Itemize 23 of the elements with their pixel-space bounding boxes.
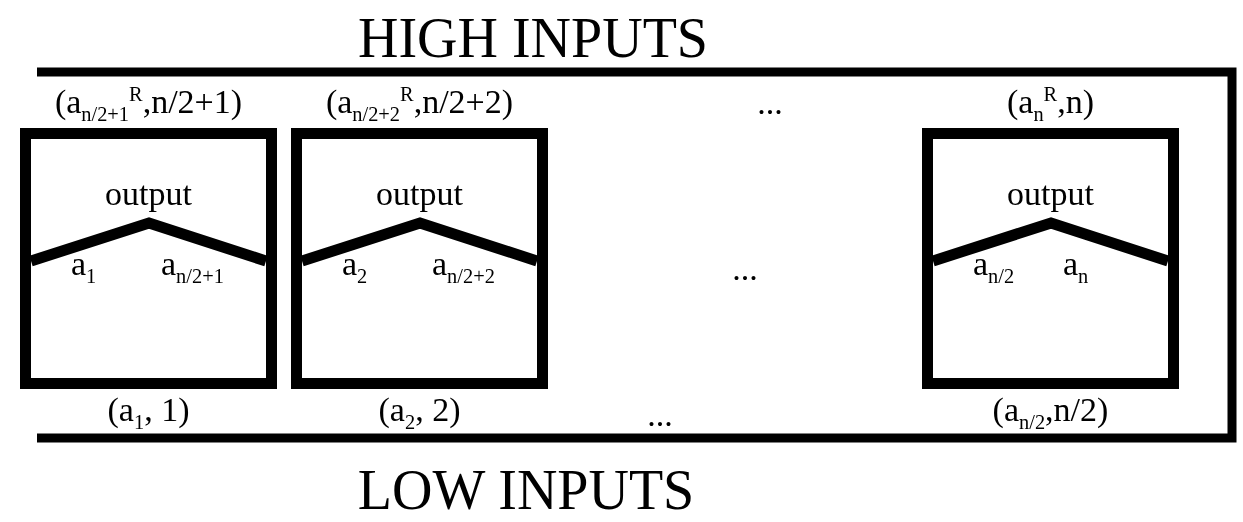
input-pair-label: (a$_{n/2}$,n/2) xyxy=(992,393,1109,433)
ellipsis: ... xyxy=(732,252,758,286)
input-label: a$_{n/2+1}$ xyxy=(161,247,224,287)
input-label: a$_{n/2+2}$ xyxy=(432,247,495,287)
comparator-box xyxy=(922,128,1179,389)
input-label: a$_{1}$ xyxy=(71,247,97,287)
bus-title: LOW INPUTS xyxy=(357,462,695,518)
input-pair-label: (a$_{2}$, 2) xyxy=(378,393,461,433)
output-label: output xyxy=(105,177,192,211)
output-label: output xyxy=(1007,177,1094,211)
comparator-box xyxy=(291,128,548,389)
input-pair-label: (a$_{n}$$^{R}$,n) xyxy=(1006,84,1095,125)
input-label: a$_{n/2}$ xyxy=(973,247,1015,287)
input-pair-label: (a$_{1}$, 1) xyxy=(107,393,190,433)
ellipsis: ... xyxy=(647,398,673,432)
bus-title: HIGH INPUTS xyxy=(358,10,708,66)
input-label: a$_{n}$ xyxy=(1063,247,1089,287)
input-label: a$_{2}$ xyxy=(342,247,368,287)
input-pair-label: (a$_{n/2+1}$$^{R}$,n/2+1) xyxy=(54,84,243,125)
input-pair-label: (a$_{n/2+2}$$^{R}$,n/2+2) xyxy=(325,84,514,125)
output-label: output xyxy=(376,177,463,211)
ellipsis: ... xyxy=(757,86,783,120)
comparator-box xyxy=(20,128,277,389)
